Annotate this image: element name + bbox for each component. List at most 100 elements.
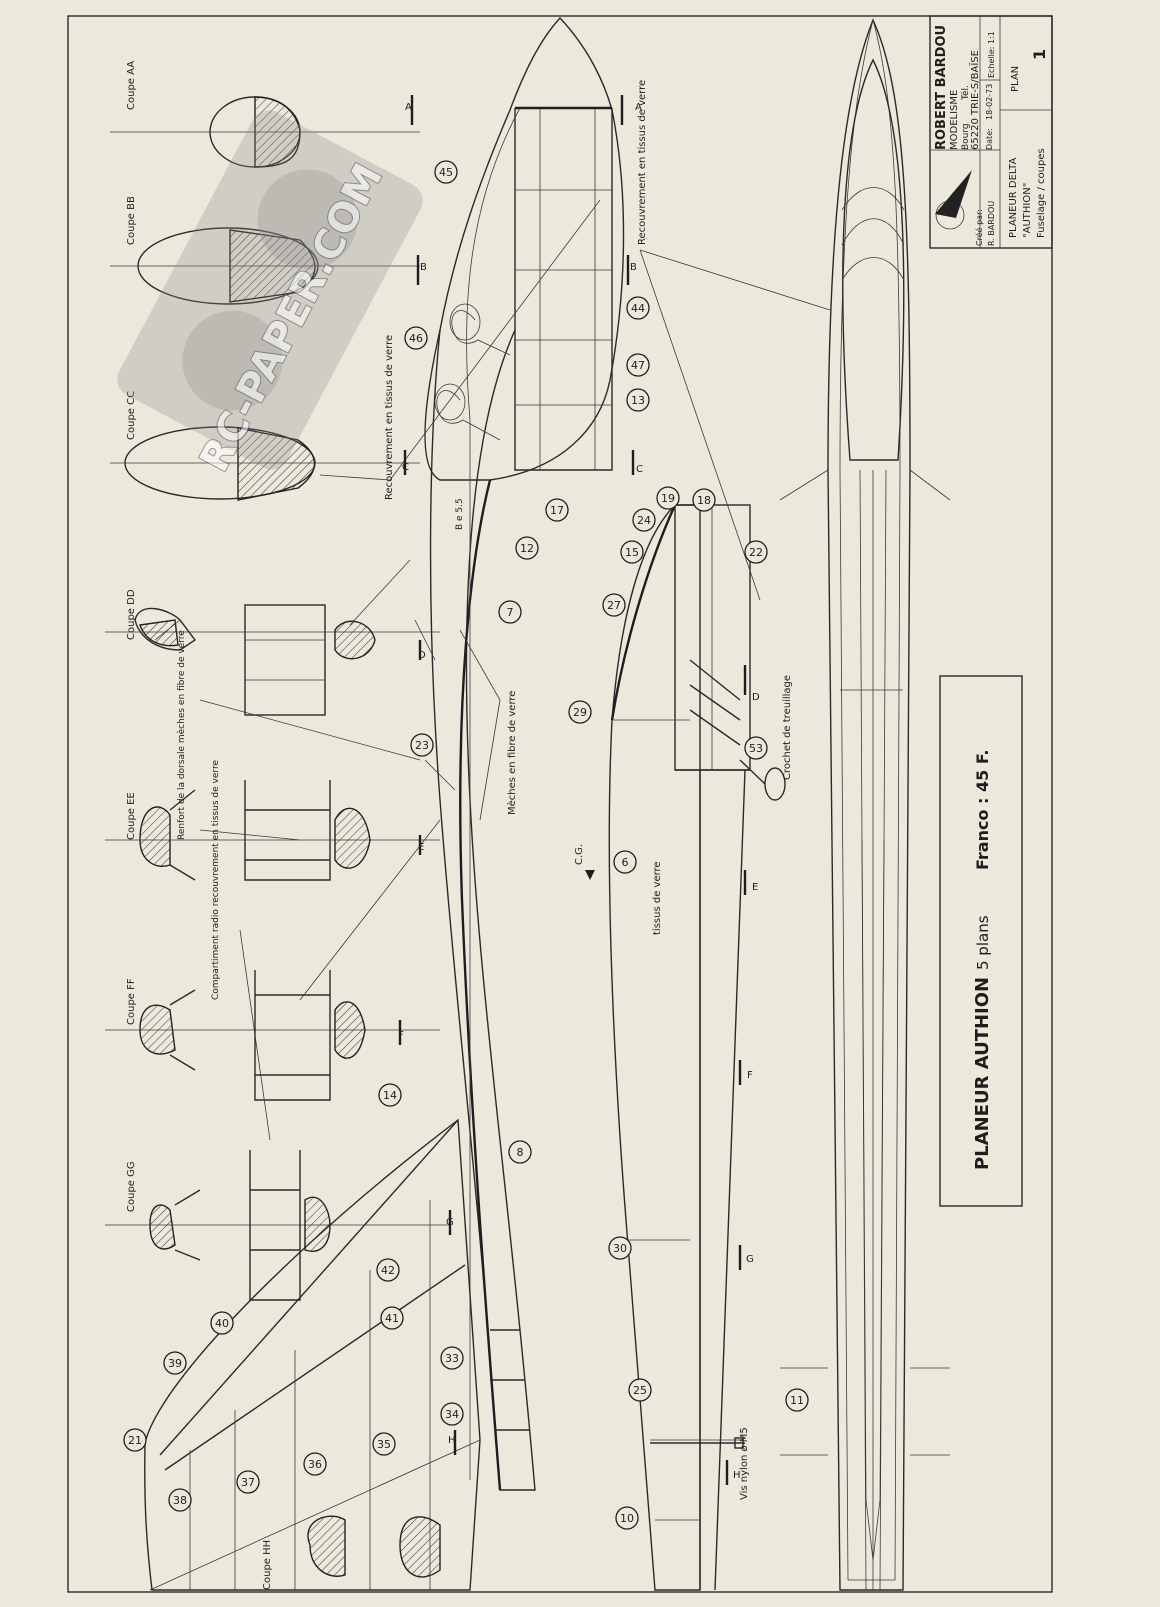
svg-text:30: 30	[613, 1242, 627, 1255]
part-circle: 13	[626, 388, 650, 412]
cut-letter-c: C	[402, 462, 409, 473]
section-title-ee: Coupe EE	[126, 792, 137, 840]
part-circle: 14	[378, 1083, 402, 1107]
section-gg	[105, 1189, 450, 1261]
cut-letter-d2: D	[752, 692, 760, 703]
title-date-value: 18-02-73	[985, 84, 994, 120]
part-circle: 21	[123, 1428, 147, 1452]
part-circle: 10	[615, 1506, 639, 1530]
part-circle: 17	[545, 498, 569, 522]
section-title-cc: Coupe CC	[126, 391, 137, 440]
title-desc-2: "AUTHION"	[1022, 183, 1033, 238]
title-scale: Echelle: 1:1	[987, 31, 996, 78]
sheet-border	[67, 15, 1053, 1593]
section-ff	[105, 989, 440, 1071]
svg-text:21: 21	[128, 1434, 142, 1447]
svg-text:6: 6	[622, 856, 629, 869]
part-circle: 36	[303, 1452, 327, 1476]
cut-letter-h2: H	[733, 1470, 741, 1481]
section-bb	[110, 227, 420, 305]
cg-marker-icon	[585, 870, 595, 880]
svg-text:41: 41	[385, 1312, 399, 1325]
title-created-label: Créé par:	[974, 209, 984, 246]
part-circle: 27	[602, 593, 626, 617]
section-titles: Coupe AA Coupe BB Coupe CC Coupe DD Coup…	[126, 61, 273, 1590]
part-circle: 24	[632, 508, 656, 532]
pilot-figure-front	[449, 303, 511, 356]
part-circle: 11	[785, 1388, 809, 1412]
svg-text:35: 35	[377, 1438, 391, 1451]
part-circle: 40	[210, 1311, 234, 1335]
section-dd-top	[244, 604, 376, 716]
part-circle: 46	[404, 326, 428, 350]
svg-text:14: 14	[383, 1089, 397, 1102]
part-circle: 25	[628, 1378, 652, 1402]
company-logo	[935, 170, 972, 230]
svg-text:47: 47	[631, 359, 645, 372]
part-circle: 12	[515, 536, 539, 560]
title-block: ROBERT BARDOU MODELISME Bourg Tél. 65220…	[929, 15, 1053, 249]
part-circle: 37	[236, 1470, 260, 1494]
svg-text:24: 24	[637, 514, 651, 527]
fuselage-top-view	[779, 18, 951, 1591]
cut-letter-f: F	[398, 1030, 404, 1041]
wing-rib-profile	[608, 504, 751, 1591]
part-circle: 33	[440, 1346, 464, 1370]
section-gg-top	[249, 1150, 331, 1301]
section-title-gg: Coupe GG	[126, 1161, 137, 1212]
note-cloth: tissus de verre	[652, 861, 663, 935]
section-cut-letters: A A B B C C D D E E F F G G H H	[398, 102, 760, 1481]
cut-letter-e: E	[418, 842, 424, 853]
note-screw: Vis nylon ø M5	[739, 1427, 750, 1500]
part-circle: 42	[376, 1258, 400, 1282]
cut-letter-b2: B	[630, 262, 637, 273]
section-cc	[110, 426, 420, 501]
cut-letter-e2: E	[752, 882, 758, 893]
part-circle: 39	[163, 1351, 187, 1375]
title-desc-1: PLANEUR DELTA	[1008, 158, 1019, 238]
svg-text:8: 8	[517, 1146, 524, 1159]
plan-banner: PLANEUR AUTHION 5 plans Franco : 45 F.	[939, 675, 1023, 1207]
title-address-1: Bourg	[961, 123, 971, 150]
part-circle: 6	[613, 850, 637, 874]
svg-text:36: 36	[308, 1458, 322, 1471]
svg-text:13: 13	[631, 394, 645, 407]
title-author: ROBERT BARDOU	[934, 25, 949, 150]
fuselage-side-view	[414, 16, 625, 1491]
title-date-label: Date:	[985, 128, 994, 150]
title-address-2: 65220 TRIE-S/BAÏSE	[968, 50, 981, 150]
part-circle: 45	[434, 160, 458, 184]
section-title-hh: Coupe HH	[262, 1540, 273, 1590]
note-dorsal: Renfort de la dorsale mèches en fibre de…	[176, 630, 187, 840]
svg-text:38: 38	[173, 1494, 187, 1507]
part-circle: 19	[656, 486, 680, 510]
part-circle: 35	[372, 1432, 396, 1456]
cut-letter-d: D	[418, 650, 426, 661]
section-ff-top	[254, 970, 366, 1101]
svg-text:18: 18	[697, 494, 711, 507]
section-ee	[105, 789, 440, 881]
transmitter-watermark-icon	[117, 110, 423, 470]
svg-text:42: 42	[381, 1264, 395, 1277]
part-circle: 47	[626, 353, 650, 377]
svg-text:15: 15	[625, 546, 639, 559]
part-circle: 44	[626, 296, 650, 320]
banner-plans: 5 plans	[974, 915, 992, 970]
svg-text:29: 29	[573, 706, 587, 719]
note-wicks: Mèches en fibre de verre	[506, 691, 518, 815]
title-desc-3: Fuselage / coupes	[1036, 148, 1047, 238]
screw-head	[734, 1437, 744, 1449]
section-ee-top	[244, 780, 371, 881]
section-cut-marks	[398, 95, 747, 1485]
svg-text:37: 37	[241, 1476, 255, 1489]
svg-text:7: 7	[507, 606, 514, 619]
title-plan-label: PLAN	[1010, 66, 1021, 92]
svg-text:17: 17	[550, 504, 564, 517]
leader-lines	[199, 199, 831, 1141]
section-dd	[105, 607, 440, 651]
fin-rudder	[144, 1118, 481, 1591]
svg-text:10: 10	[620, 1512, 634, 1525]
svg-text:44: 44	[631, 302, 645, 315]
